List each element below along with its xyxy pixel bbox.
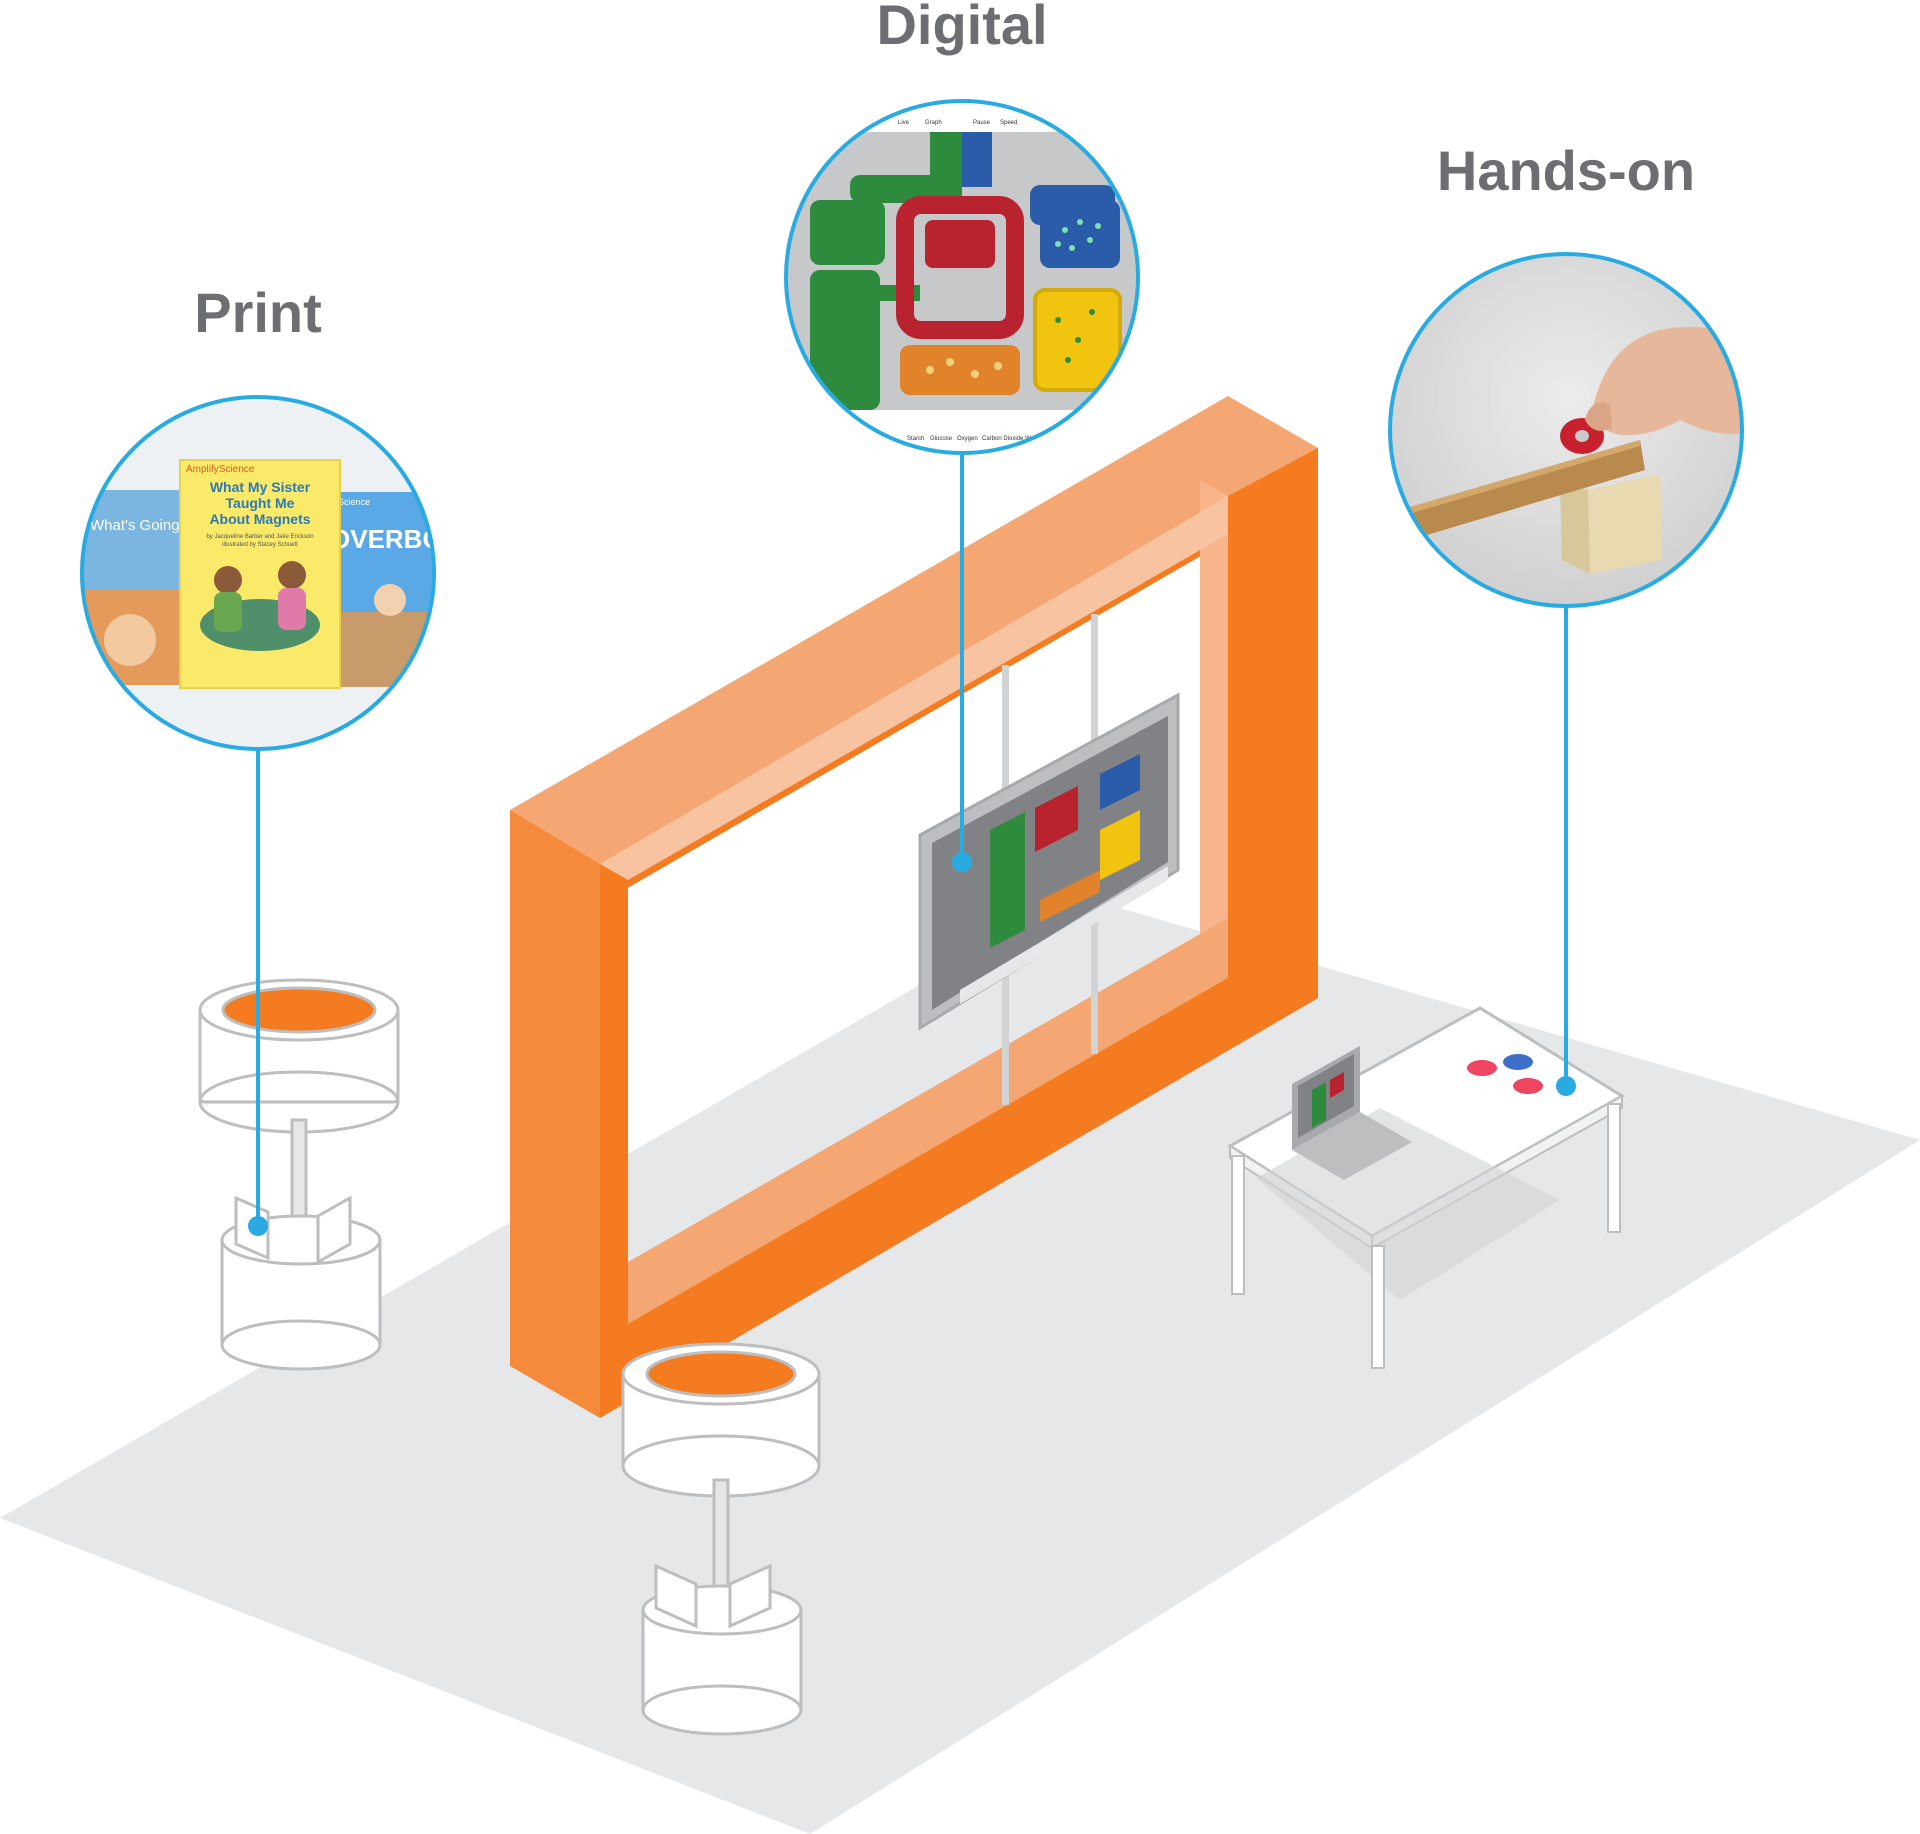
svg-text:What My Sister: What My Sister (210, 479, 311, 495)
center-book-brand: AmplifyScience (186, 464, 255, 475)
center-book-illustrator: illustrated by Stacey Schuett (222, 542, 298, 548)
center-book-credit: by Jacqueline Barber and Jake Erickson (206, 534, 313, 540)
legend-carbon-dioxide: Carbon Dioxide (982, 436, 1024, 442)
digital-title: Digital (876, 0, 1048, 56)
print-title: Print (194, 281, 322, 344)
hands-on-table (1227, 1006, 1625, 1369)
hands-on-title: Hands-on (1436, 139, 1696, 202)
center-kiosk (621, 1342, 821, 1736)
toolbar-pause: Pause (973, 120, 991, 126)
digital-callout-circle: Starch Glucose Oxygen Carbon Dioxide Wat… (784, 99, 1140, 455)
print-callout-dot (248, 1216, 268, 1236)
toolbar-speed: Speed (1000, 120, 1017, 126)
hands-on-callout-circle (1388, 252, 1744, 608)
legend-glucose: Glucose (930, 436, 953, 442)
svg-text:About Magnets: About Magnets (209, 511, 310, 527)
leader-lines (256, 453, 1568, 1226)
hands-on-callout-dot (1556, 1076, 1576, 1096)
digital-callout-dot (952, 852, 972, 872)
print-kiosk (198, 978, 400, 1371)
monitor-display (918, 614, 1180, 1105)
right-book-brand: Science (338, 497, 370, 507)
legend-oxygen: Oxygen (957, 436, 978, 442)
right-book-title: OVERBOARD! (330, 524, 508, 554)
print-callout-circle: What's Going On With the Weather? Scienc… (80, 395, 508, 751)
svg-text:Taught Me: Taught Me (226, 495, 295, 511)
orange-frame (510, 396, 1318, 1418)
toolbar-live: Live (898, 120, 910, 126)
toolbar-graph: Graph (925, 120, 942, 126)
legend-starch: Starch (907, 436, 924, 442)
